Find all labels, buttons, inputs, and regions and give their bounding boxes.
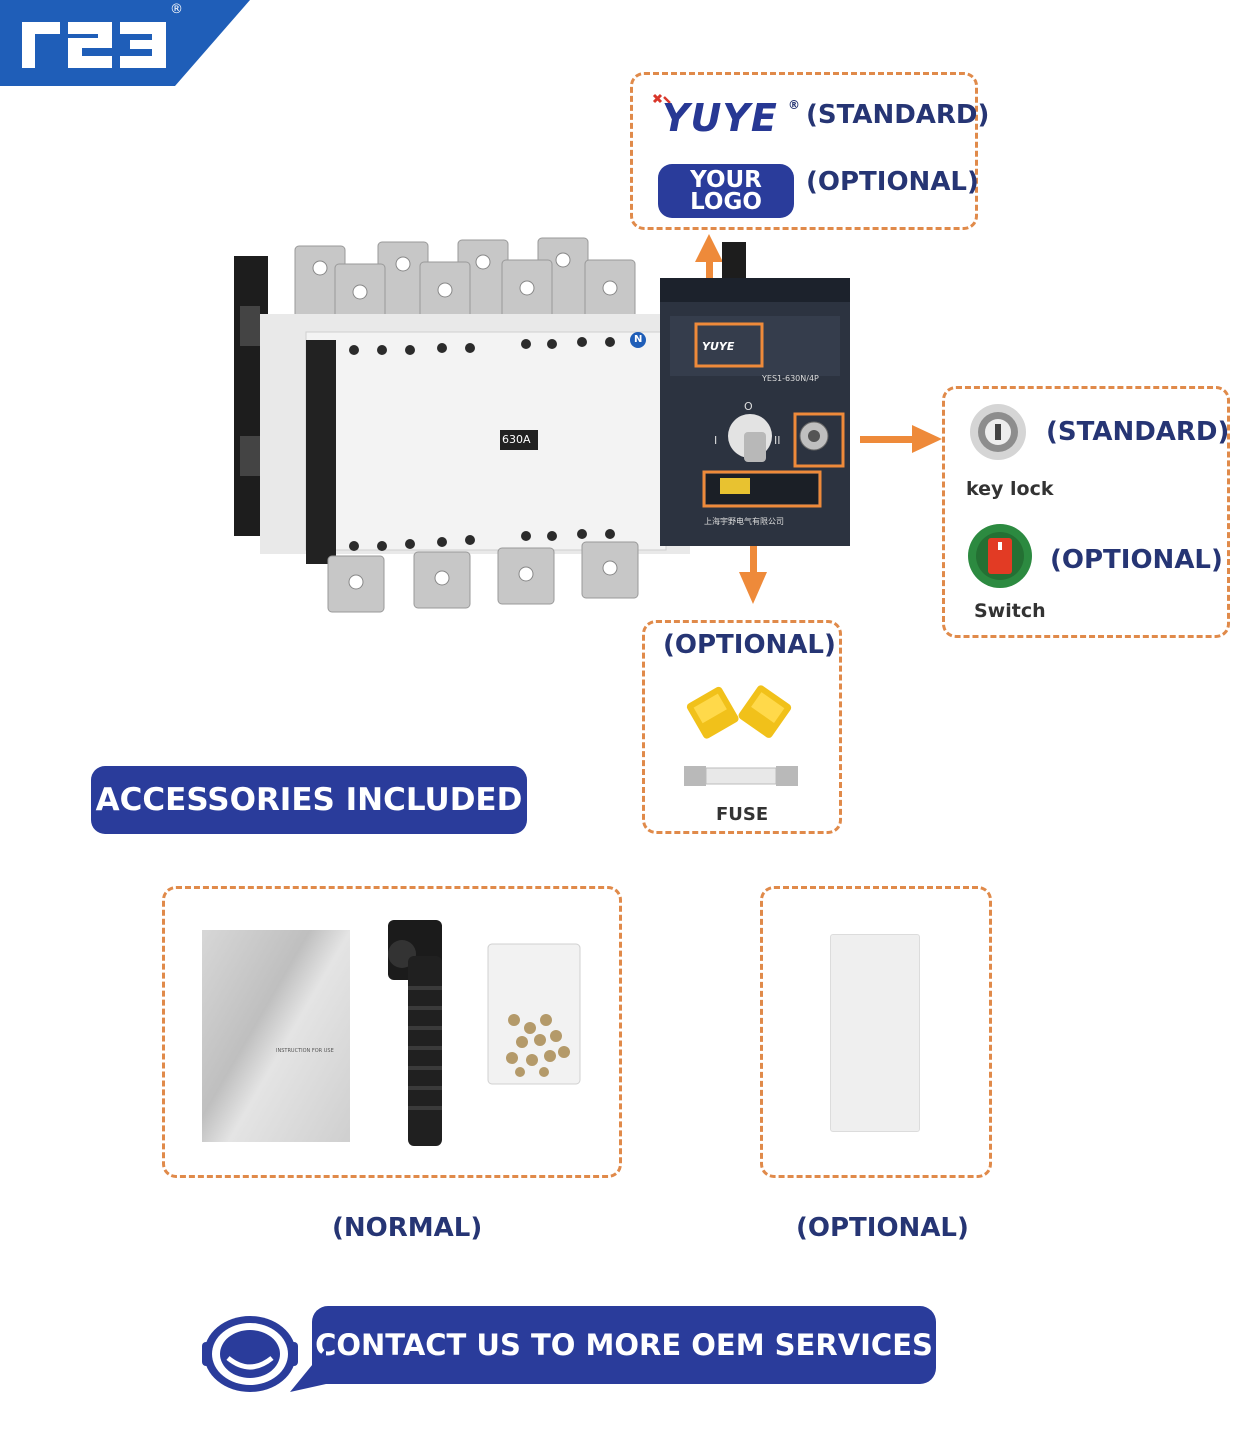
yuye-registered: ® (788, 98, 800, 112)
headset-icon (202, 1316, 298, 1392)
instruction-manual: INSTRUCTION FOR USE (202, 930, 350, 1142)
fuse-options-box (642, 620, 842, 834)
accessories-heading: ACCESSORIES INCLUDED (91, 766, 527, 834)
panel-brand: YUYE (702, 340, 735, 353)
contact-label: CONTACT US TO MORE OEM SERVICES (315, 1328, 933, 1362)
transfer-switch-device: 630A N YUYE YES1-630N/4P O I II 上海宇野电气有限… (230, 236, 855, 616)
registered-mark: ® (170, 2, 183, 17)
your-logo-badge: YOUR LOGO (658, 164, 794, 218)
contact-tail (290, 1348, 326, 1392)
panel-company: 上海宇野电气有限公司 (704, 517, 784, 526)
protective-cover (830, 934, 920, 1132)
switch-label: Switch (974, 600, 1046, 622)
dial-position-off: O (744, 400, 753, 413)
key-lock-label: key lock (966, 478, 1054, 500)
normal-accessories-box (162, 886, 622, 1178)
dial-position-two: II (774, 434, 781, 447)
accessories-heading-text: ACCESSORIES INCLUDED (95, 782, 523, 818)
contact-button[interactable]: CONTACT US TO MORE OEM SERVICES (312, 1306, 936, 1384)
fuse-label: FUSE (716, 804, 769, 825)
label-standard: (STANDARD) (806, 100, 990, 130)
label-options-box (630, 72, 978, 230)
lock-standard-label: (STANDARD) (1046, 417, 1230, 447)
fuse-optional-label: (OPTIONAL) (663, 630, 836, 660)
optional-accessories-box (760, 886, 992, 1178)
your-logo-text: YOUR LOGO (690, 167, 762, 215)
yuye-brand-mark-icon (652, 93, 671, 104)
manual-text: INSTRUCTION FOR USE (276, 1048, 334, 1054)
panel-model: YES1-630N/4P (762, 374, 819, 383)
optional-caption: (OPTIONAL) (796, 1213, 969, 1243)
brand-logo (0, 0, 250, 86)
normal-caption: (NORMAL) (332, 1213, 483, 1243)
dial-position-one: I (714, 434, 718, 447)
yuye-logo-text: YUYE (662, 96, 778, 140)
arrow-right-icon (860, 425, 942, 453)
screw-bag-icon (487, 943, 581, 1085)
rating-badge: 630A (502, 433, 531, 446)
brand-corner: ® (0, 0, 250, 86)
lock-options-box (942, 386, 1230, 638)
blade-fuse-icon (686, 685, 792, 739)
key-lock-icon (970, 404, 1026, 460)
n-mark: N (634, 334, 643, 345)
label-optional: (OPTIONAL) (806, 167, 979, 197)
glass-fuse-icon (684, 766, 798, 786)
rocker-switch-icon (968, 524, 1032, 588)
lock-optional-label: (OPTIONAL) (1050, 545, 1223, 575)
device-illustration (234, 237, 850, 613)
operating-handle-icon (388, 920, 442, 1146)
